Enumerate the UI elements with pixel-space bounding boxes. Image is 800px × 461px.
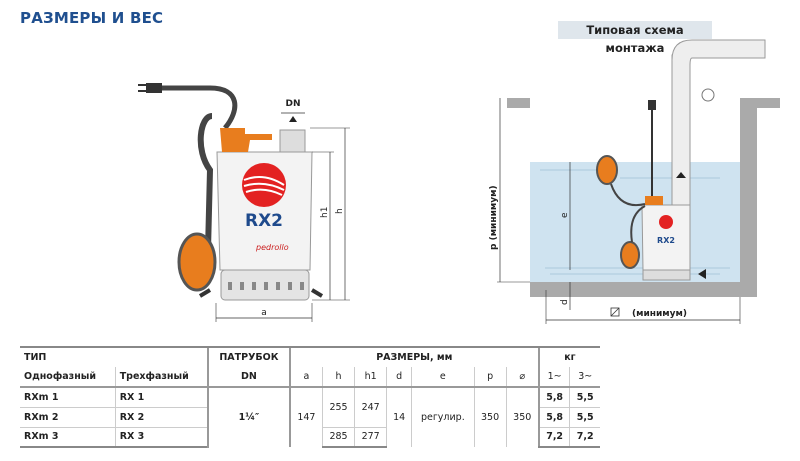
h1-label: h1 [320,207,330,218]
cell-single: RXm 3 [20,426,116,448]
width-minimum-label: (минимум) [632,309,687,319]
cell-d: 14 [386,386,412,447]
pump-dimension-drawing: RX2 pedrollo DN h1 h a [138,83,350,322]
h-label: h [335,208,345,214]
header-type: ТИП [20,346,209,367]
cell-kg-1ph: 5,8 [537,386,570,407]
float-switch-icon [177,232,217,292]
float-lower-icon [620,241,640,269]
cell-h: 285 [321,426,355,448]
cell-kg-3ph: 7,2 [569,426,600,448]
cell-h1: 277 [354,426,387,448]
e-label: e [560,212,570,218]
table-subheader-row: Однофазный Трехфазный DN a h h1 d e p ⌀ … [20,367,600,387]
col-p: p [473,367,507,387]
cell-three: RX 2 [114,406,209,427]
cell-p: 350 [473,386,507,447]
flow-up-arrow-icon [676,172,686,178]
page-title: РАЗМЕРЫ И ВЕС [20,9,164,27]
cell-three: RX 1 [114,386,209,407]
col-kg-1ph: 1~ [537,367,570,387]
cell-kg-3ph: 5,5 [569,386,600,407]
col-diameter: ⌀ [505,367,539,387]
cell-kg-1ph: 7,2 [537,426,570,448]
col-a: a [288,367,323,387]
table-row: RXm 2 RX 2 5,8 5,5 [20,406,600,427]
cell-a: 147 [288,386,323,447]
cell-kg-3ph: 5,5 [569,406,600,427]
plug-icon [138,83,162,93]
table-row: RXm 1 RX 1 1¼″ 147 255 247 14 регулир. 3… [20,386,600,447]
col-h: h [321,367,355,387]
installation-scheme-drawing: RX2 p (минимум) e d (минимум) [489,39,780,324]
pump-model-label: RX2 [245,211,283,231]
pedrollo-logo-icon [242,163,286,207]
table-header-row: ТИП ПАТРУБОК РАЗМЕРЫ, мм кг [20,346,600,367]
diameter-icon [610,307,620,317]
header-dn: DN [207,367,290,387]
pump-model-label-small: RX2 [657,236,675,245]
table-row: RXm 3 RX 3 285 277 7,2 7,2 [20,426,600,448]
cell-e: регулир. [411,386,475,447]
d-label: d [560,299,570,305]
float-upper-icon [596,155,618,185]
cell-kg-1ph: 5,8 [537,406,570,427]
cell-dn: 1¼″ [207,386,290,447]
cell-diameter: 350 [505,386,539,447]
cell-three: RX 3 [114,426,209,448]
p-minimum-label: p (минимум) [489,185,499,250]
header-weight: кг [537,346,600,367]
cell-h: 255 [321,386,355,427]
col-d: d [386,367,412,387]
cell-h1: 247 [354,386,387,427]
power-cable [160,85,238,130]
plug-icon [648,100,656,110]
header-single-phase: Однофазный [24,371,97,382]
outlet-arrow-icon [289,116,297,122]
dn-label: DN [285,99,300,109]
header-inlet: ПАТРУБОК [207,346,290,367]
inlet-arrow-icon [698,269,706,279]
install-scheme-title: Типовая схема монтажа [558,21,712,55]
col-h1: h1 [354,367,387,387]
a-label: a [261,308,267,318]
valve-icon [701,88,715,102]
col-e: e [411,367,475,387]
cell-single: RXm 2 [20,406,116,427]
header-three-phase: Трехфазный [114,367,209,387]
dimensions-weight-table: ТИП ПАТРУБОК РАЗМЕРЫ, мм кг Однофазный Т… [20,346,600,448]
header-dimensions: РАЗМЕРЫ, мм [288,346,539,367]
col-kg-3ph: 3~ [569,367,600,387]
cell-single: RXm 1 [20,386,116,407]
brand-label: pedrollo [255,243,289,252]
diagrams: RX2 pedrollo DN h1 h a RX2 p (минимум) e… [138,39,780,324]
